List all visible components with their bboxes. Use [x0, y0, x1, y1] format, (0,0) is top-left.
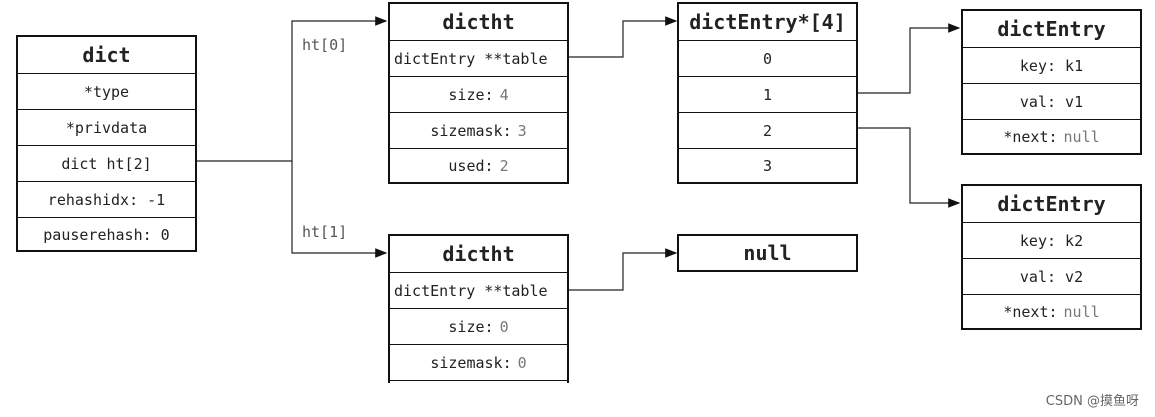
dictht-ht1: dictht dictEntry **table size: 0 sizemask… — [388, 234, 569, 404]
ht1-size-value: 0 — [499, 317, 509, 336]
array-title: dictEntry*[4] — [689, 10, 846, 34]
entry2-next-label: *next: — [1003, 302, 1058, 321]
entry2-title: dictEntry — [997, 192, 1106, 216]
array-slot-0: 0 — [679, 40, 856, 76]
ht0-size-value: 4 — [499, 85, 509, 104]
dict-entry-2: dictEntry key: k2 val: v2 *next: null — [961, 184, 1142, 330]
ht0-size-label: size: — [448, 85, 494, 104]
dictht-ht0: dictht dictEntry **table size: 4 sizemask… — [388, 2, 569, 184]
ht0-used: used: 2 — [390, 148, 567, 182]
array-slot-1: 1 — [679, 76, 856, 112]
ht0-size: size: 4 — [390, 76, 567, 112]
entry1-next-value: null — [1063, 127, 1100, 146]
arrow-ht0-table-to-array — [568, 16, 678, 58]
ht0-title: dictht — [442, 10, 515, 34]
entry2-next: *next: null — [963, 294, 1140, 328]
ht1-size: size: 0 — [390, 308, 567, 344]
dict-title: dict — [82, 43, 131, 67]
label-ht1: ht[1] — [302, 223, 348, 241]
ht0-sizemask-value: 3 — [517, 121, 527, 140]
entry1-title: dictEntry — [997, 17, 1106, 41]
ht0-used-label: used: — [448, 156, 494, 175]
ht1-row-hidden — [390, 380, 567, 406]
ht1-sizemask-value: 0 — [517, 353, 527, 372]
bottom-crop-overlay — [0, 383, 1155, 417]
entry2-next-value: null — [1063, 302, 1100, 321]
ht0-used-value: 2 — [499, 156, 509, 175]
arrow-dict-to-ht1 — [291, 161, 388, 258]
dict-field-privdata: *privdata — [18, 109, 195, 145]
ht0-table: dictEntry **table — [390, 40, 567, 76]
arrow-ht1-table-to-null — [568, 248, 678, 291]
bucket-array: dictEntry*[4] 0 1 2 3 — [677, 2, 858, 184]
ht1-sizemask-label: sizemask: — [430, 353, 512, 372]
entry1-next-label: *next: — [1003, 127, 1058, 146]
dict-struct: dict *type *privdata dict ht[2] rehashid… — [16, 35, 197, 252]
dict-field-rehashidx: rehashidx: -1 — [18, 181, 195, 217]
ht1-size-label: size: — [448, 317, 494, 336]
entry1-val: val: v1 — [963, 83, 1140, 119]
ht1-table: dictEntry **table — [390, 272, 567, 308]
dict-entry-1: dictEntry key: k1 val: v1 *next: null — [961, 9, 1142, 155]
array-slot-3: 3 — [679, 148, 856, 182]
ht0-sizemask-label: sizemask: — [430, 121, 512, 140]
dict-field-pauserehash: pauserehash: 0 — [18, 217, 195, 252]
arrow-dict-to-ht0 — [197, 16, 388, 162]
watermark: CSDN @摸鱼呀 — [1045, 394, 1139, 409]
ht1-sizemask: sizemask: 0 — [390, 344, 567, 380]
ht0-sizemask: sizemask: 3 — [390, 112, 567, 148]
entry1-next: *next: null — [963, 119, 1140, 153]
label-ht0: ht[0] — [302, 36, 348, 54]
entry2-val: val: v2 — [963, 258, 1140, 294]
ht1-title: dictht — [442, 242, 515, 266]
entry2-key: key: k2 — [963, 222, 1140, 258]
entry1-key: key: k1 — [963, 47, 1140, 83]
null-box: null — [677, 234, 858, 272]
null-box-label: null — [743, 241, 792, 265]
arrow-slot2-to-entry2 — [857, 127, 961, 208]
arrow-slot1-to-entry1 — [857, 23, 961, 94]
dict-field-type: *type — [18, 73, 195, 109]
array-slot-2: 2 — [679, 112, 856, 148]
dict-field-ht: dict ht[2] — [18, 145, 195, 181]
